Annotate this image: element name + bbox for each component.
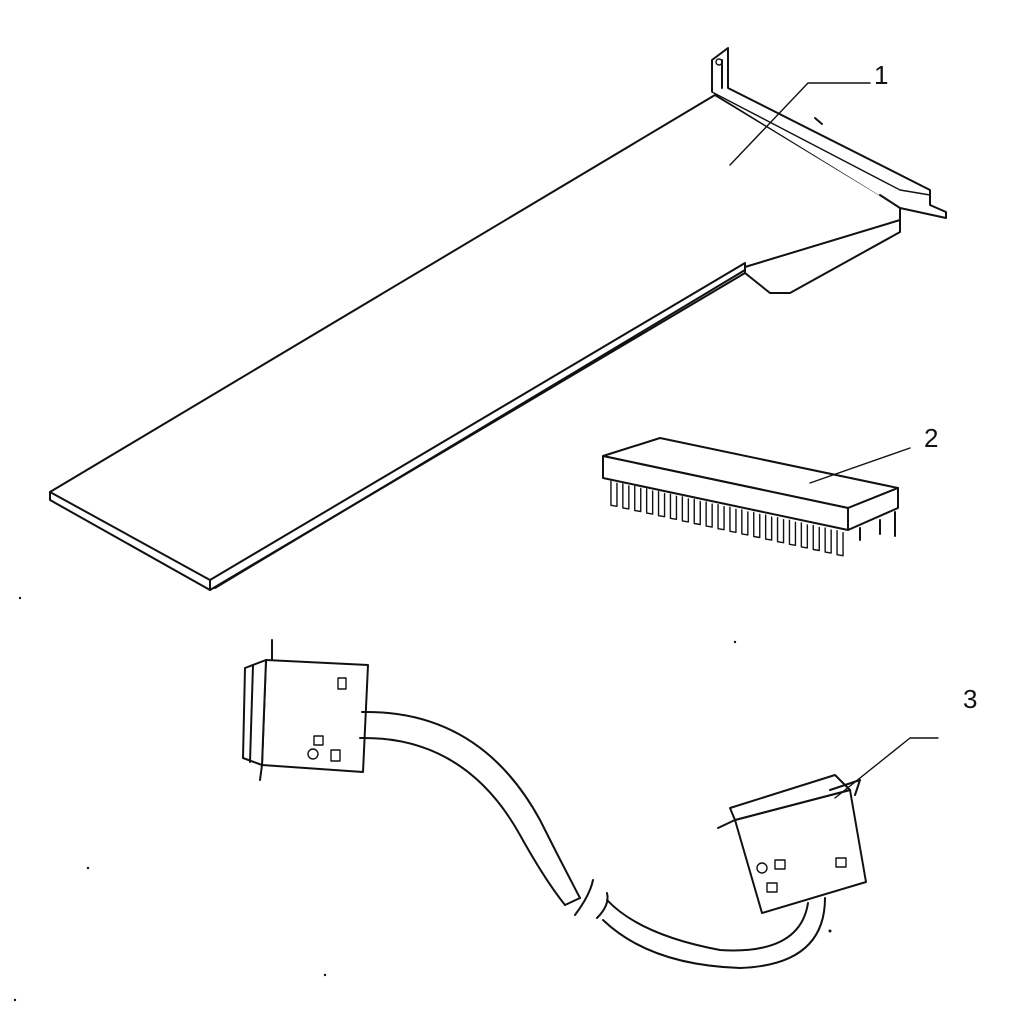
chip-pin xyxy=(634,485,642,513)
chip-pin xyxy=(824,527,832,554)
chip-pin xyxy=(812,524,820,552)
cable-assembly xyxy=(242,639,867,969)
callout-1-number: 1 xyxy=(874,60,888,90)
chip-pin xyxy=(657,491,666,518)
chip-pin xyxy=(693,498,701,526)
chip-pins xyxy=(610,480,844,557)
dip-chip xyxy=(602,437,899,557)
chip-pin xyxy=(610,480,618,507)
chip-pin xyxy=(717,504,725,531)
chip-pin xyxy=(753,511,761,539)
chip-pin xyxy=(764,514,773,541)
callout-2: 2 xyxy=(809,423,938,484)
callout-2-number: 2 xyxy=(924,423,938,453)
chip-pin xyxy=(788,519,797,546)
left-connector xyxy=(242,639,369,781)
chip-pin xyxy=(705,501,713,528)
chip-pin xyxy=(800,522,809,549)
callout-3: 3 xyxy=(834,684,977,799)
scan-specks xyxy=(13,596,737,1002)
chip-pin xyxy=(622,483,630,510)
chip-pin xyxy=(836,530,844,557)
callout-1: 1 xyxy=(729,60,888,166)
callout-3-number: 3 xyxy=(963,684,977,714)
chip-pin xyxy=(645,488,654,515)
chip-pin xyxy=(729,506,737,533)
chip-pin xyxy=(669,493,678,520)
right-connector xyxy=(717,774,867,914)
expansion-card xyxy=(49,47,947,591)
chip-pin xyxy=(681,496,690,523)
chip-pin xyxy=(741,509,749,536)
chip-pin xyxy=(776,517,785,544)
